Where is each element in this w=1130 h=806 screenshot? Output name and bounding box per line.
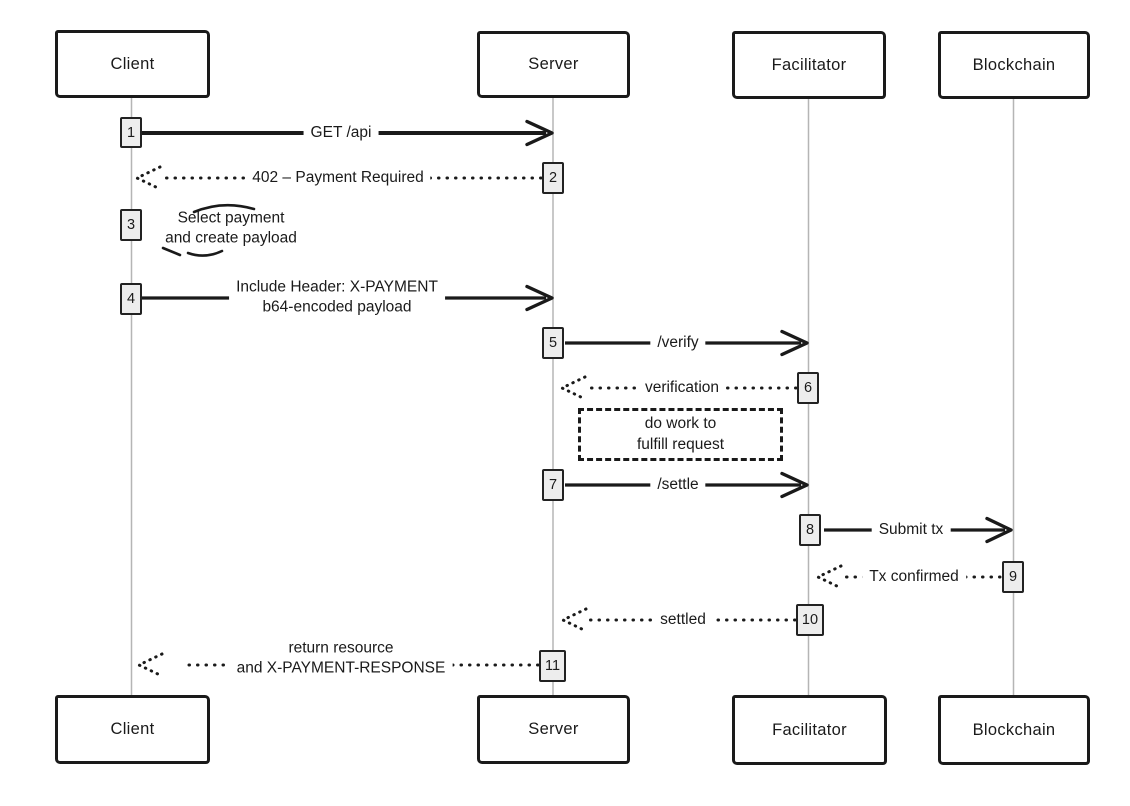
actor-label-blockchain-bottom: Blockchain (972, 720, 1056, 739)
message-label-10: settled (653, 608, 713, 632)
message-label-11-line1: return resource (288, 639, 394, 657)
actor-label-server-bottom: Server (528, 720, 579, 738)
actor-box-server-top: Server (477, 31, 630, 98)
actor-label-client-top: Client (110, 54, 155, 73)
step-badge-2: 2 (542, 162, 564, 194)
arrow-4-head (525, 284, 554, 312)
message-label-3-line1: Select payment (177, 209, 285, 227)
message-label-4-line1: Include Header: X-PAYMENT (236, 278, 438, 296)
step-badge-1: 1 (120, 117, 142, 148)
arrow-5-head (780, 329, 809, 357)
message-label-7: /settle (650, 473, 706, 497)
message-label-4: Include Header: X-PAYMENT b64-encoded pa… (229, 276, 445, 320)
note-3-squiggle-top (192, 203, 256, 214)
arrow-9-head (814, 564, 843, 590)
note-3-squiggle-bottom (186, 249, 224, 257)
step-badge-6: 6 (797, 372, 819, 404)
arrow-11-head (135, 652, 164, 678)
arrow-2-head (133, 165, 162, 191)
arrow-8-head (985, 516, 1013, 544)
actor-box-client-bottom: Client (55, 695, 210, 764)
message-label-3: Select payment and create payload (158, 208, 304, 251)
step-badge-10: 10 (796, 604, 824, 636)
step-badge-3: 3 (120, 209, 142, 241)
message-label-4-line2: b64-encoded payload (262, 299, 412, 316)
actor-label-server-top: Server (528, 55, 579, 73)
message-label-9: Tx confirmed (862, 565, 966, 589)
actor-box-facilitator-bottom: Facilitator (732, 695, 887, 765)
arrow-10-head (559, 607, 588, 633)
actor-box-blockchain-bottom: Blockchain (938, 695, 1090, 765)
actor-box-blockchain-top: Blockchain (938, 31, 1090, 99)
arrow-7-head (780, 471, 809, 499)
step-badge-9: 9 (1002, 561, 1024, 593)
note-3-squiggle-tick (161, 246, 182, 257)
message-label-1: GET /api (303, 121, 379, 145)
step-badge-8: 8 (799, 514, 821, 546)
message-label-11-line2: and X-PAYMENT-RESPONSE (236, 660, 446, 677)
actor-label-facilitator-bottom: Facilitator (772, 720, 847, 739)
actor-label-client-bottom: Client (110, 720, 155, 738)
work-note-box: do work to fulfill request (578, 408, 783, 461)
message-label-5: /verify (650, 331, 706, 355)
message-label-8: Submit tx (871, 518, 951, 542)
actor-label-blockchain-top: Blockchain (972, 55, 1056, 74)
actor-box-facilitator-top: Facilitator (732, 31, 886, 99)
message-label-2: 402 – Payment Required (245, 166, 431, 190)
work-note-line1: do work to (644, 414, 717, 432)
actor-box-client-top: Client (55, 30, 210, 98)
message-label-11: return resource and X-PAYMENT-RESPONSE (229, 637, 453, 681)
arrow-1-head (525, 119, 554, 147)
arrow-6-head (558, 375, 587, 401)
actor-label-facilitator-top: Facilitator (771, 55, 847, 74)
step-badge-7: 7 (542, 469, 564, 501)
step-badge-11: 11 (539, 650, 566, 682)
message-label-6: verification (637, 376, 727, 400)
work-note-line2: fulfill request (636, 435, 724, 453)
step-badge-5: 5 (542, 327, 564, 359)
message-label-3-line2: and create payload (165, 230, 297, 247)
actor-box-server-bottom: Server (477, 695, 630, 764)
step-badge-4: 4 (120, 283, 142, 315)
